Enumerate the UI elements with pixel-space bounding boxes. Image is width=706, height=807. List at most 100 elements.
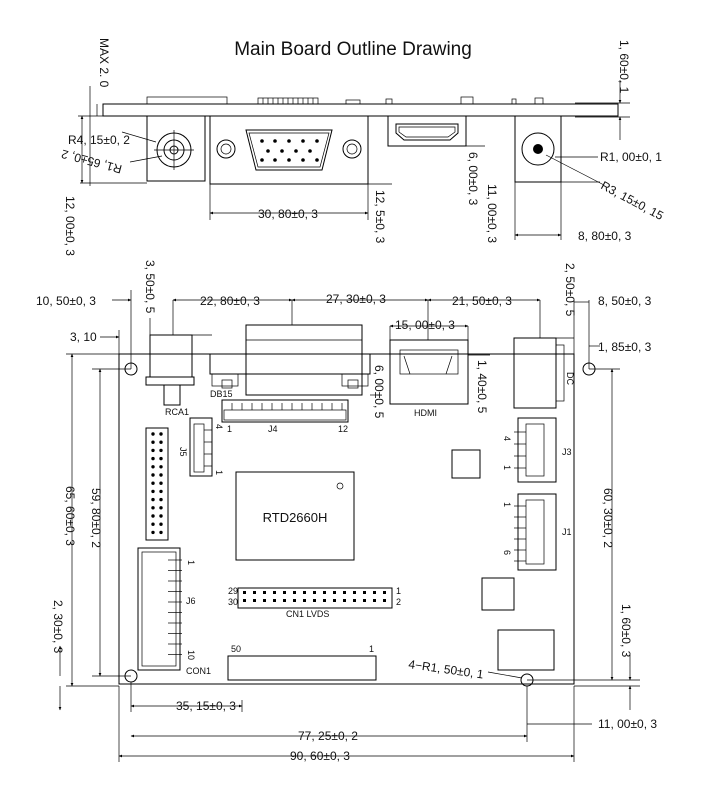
dim-22-80: 22, 80±0, 3	[200, 294, 260, 308]
dim-90-60: 90, 60±0, 3	[290, 749, 350, 763]
header-pin	[159, 440, 163, 444]
lvds-pin	[273, 599, 276, 602]
dim-60-30: 60, 30±0, 2	[601, 488, 615, 548]
lvds-pin	[313, 591, 316, 594]
header-pin	[159, 456, 163, 461]
cn1-pin1: 1	[396, 586, 401, 596]
header-pin	[151, 514, 155, 518]
lvds-pin	[283, 591, 286, 594]
header-pin	[159, 497, 163, 502]
j6-pin1: 1	[186, 560, 196, 565]
con-pin50: 50	[231, 644, 241, 654]
dim-11-00: 11, 00±0, 3	[598, 717, 657, 731]
dim-height-12-5: 12, 5±0, 3	[373, 190, 387, 244]
header-pin	[151, 473, 155, 477]
dimension-lines: 10, 50±0, 3 3, 10 3, 50±0, 5 22, 80±0, 3…	[36, 260, 657, 763]
dim-21-50: 21, 50±0, 3	[452, 294, 512, 308]
header-pin	[159, 489, 163, 494]
j6-pin10: 10	[186, 650, 196, 660]
hdmi-connector-front	[387, 115, 467, 147]
dc-label: DC	[565, 372, 575, 385]
vga-connector-top	[209, 353, 371, 375]
header-pin	[151, 465, 155, 469]
lvds-pin	[363, 591, 366, 594]
header-pin	[151, 432, 155, 436]
connector-j5	[189, 417, 213, 477]
dim-10-50: 10, 50±0, 3	[36, 294, 96, 308]
lvds-pin	[383, 591, 386, 594]
j4-pin1: 1	[227, 424, 232, 434]
lvds-pin	[303, 599, 306, 602]
dim-8-50: 8, 50±0, 3	[598, 294, 652, 308]
j4-label: J4	[268, 424, 278, 434]
dim-hole-radius: 4−R1, 50±0, 1	[408, 657, 485, 681]
lvds-pin	[253, 599, 256, 602]
header-pin	[159, 432, 163, 436]
con-pin1: 1	[369, 644, 374, 654]
hdmi-label: HDMI	[414, 408, 437, 418]
lvds-pin	[373, 599, 376, 602]
header-pin	[159, 506, 163, 510]
db15-label: DB15	[210, 389, 233, 399]
dc-jack-top	[513, 337, 557, 409]
dim-r4: R4, 15±0, 2	[68, 133, 130, 147]
header-pin	[159, 522, 163, 526]
lvds-pin	[363, 599, 366, 602]
dim-r1-right: R1, 00±0, 1	[600, 150, 662, 164]
dim-height-12: 12, 00±0, 3	[63, 196, 77, 256]
header-pin	[151, 530, 155, 535]
lvds-pin	[373, 591, 376, 594]
dim-6-00: 6, 00±0, 5	[372, 365, 386, 419]
header-pin	[151, 456, 155, 461]
dim-1-40: 1, 40±0, 5	[475, 360, 489, 414]
lvds-pin	[283, 599, 286, 602]
lvds-pin	[323, 599, 326, 602]
dim-59-80: 59, 80±0, 2	[89, 488, 103, 548]
dim-3-50: 3, 50±0, 5	[143, 260, 157, 314]
lvds-pin	[243, 591, 246, 594]
lvds-pin	[253, 591, 256, 594]
lvds-pin	[383, 599, 386, 602]
connector-cn1-lvds	[237, 587, 393, 609]
drawing-title: Main Board Outline Drawing	[234, 39, 472, 60]
j1-pin1: 1	[502, 502, 512, 507]
j3-pin4: 4	[502, 436, 512, 441]
j5-pin1: 1	[214, 470, 224, 475]
j1-label: J1	[562, 527, 572, 537]
header-pin	[159, 481, 163, 485]
lvds-pin	[263, 599, 266, 602]
lvds-pin	[313, 599, 316, 602]
small-ic-2	[481, 577, 515, 611]
cn1-label: CN1 LVDS	[286, 609, 329, 619]
header-pin	[151, 481, 155, 485]
connector-j4	[221, 399, 349, 423]
pin-header	[145, 427, 169, 541]
dim-height-11: 11, 00±0, 3	[485, 184, 499, 243]
dim-r3: R3, 15±0, 15	[599, 178, 666, 223]
dim-35-15: 35, 15±0, 3	[176, 699, 236, 713]
j1-pin6: 6	[502, 550, 512, 555]
header-pin	[159, 514, 163, 518]
dim-2-50: 2, 50±0, 5	[563, 263, 577, 317]
dim-3-10: 3, 10	[70, 330, 97, 344]
connector-j3	[517, 417, 557, 483]
dim-15-00: 15, 00±0, 3	[395, 318, 455, 332]
j5-label: J5	[178, 447, 188, 457]
j3-pin1: 1	[502, 465, 512, 470]
cn1-pin2: 2	[396, 597, 401, 607]
j6-label: J6	[186, 596, 196, 606]
dim-hdmi-height: 6, 00±0, 3	[466, 152, 480, 206]
small-ic-3	[497, 629, 555, 671]
lvds-pin	[353, 599, 356, 602]
header-pin	[159, 448, 163, 453]
lvds-pin	[273, 591, 276, 594]
chip-rtd2660h	[235, 471, 355, 561]
header-pin	[159, 530, 163, 535]
connector-50pin	[227, 655, 377, 681]
dim-max-height: MAX 2. 0	[97, 38, 111, 88]
lvds-pin	[333, 599, 336, 602]
dim-board-thickness: 1, 60±0, 1	[617, 40, 631, 94]
dim-65-60: 65, 60±0, 3	[63, 486, 77, 546]
cn1-pin29: 29	[228, 586, 238, 596]
